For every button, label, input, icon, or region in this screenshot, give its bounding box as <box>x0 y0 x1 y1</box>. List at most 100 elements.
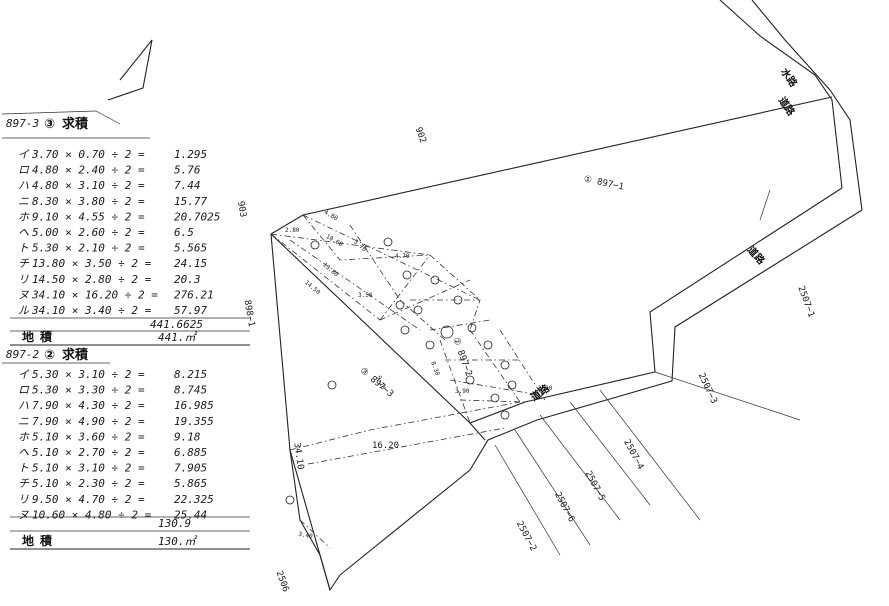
triangle-markers <box>285 237 517 505</box>
row-formula: 10.60 × 4.80 ÷ 2 = <box>32 508 152 521</box>
title-lot: 897-3 <box>6 117 39 130</box>
row-result: 22.325 <box>174 493 214 506</box>
dim-label: 4.70 <box>395 253 410 260</box>
row-formula: 5.10 × 2.30 ÷ 2 = <box>32 477 145 490</box>
row-key: ニ <box>18 415 29 428</box>
lot-2507-6: 2507−6 <box>552 491 576 524</box>
row-formula: 4.80 × 3.10 ÷ 2 = <box>32 179 145 192</box>
lot-2507-1: 2507−1 <box>795 285 816 319</box>
row-key: ヘ <box>18 226 29 239</box>
title-marker: ② <box>44 348 55 363</box>
lot-897-2: ② 897−2 <box>450 336 473 378</box>
dim-label: 34.10 <box>291 442 305 470</box>
dim-label: 16.20 <box>372 441 399 451</box>
area-label: 地積 <box>22 533 58 548</box>
row-formula: 5.10 × 2.70 ÷ 2 = <box>32 446 145 459</box>
boundary-upper-right <box>719 0 843 189</box>
row-formula: 9.10 × 4.55 ÷ 2 = <box>32 210 145 223</box>
row-formula: 5.00 × 2.60 ÷ 2 = <box>32 226 145 239</box>
row-formula: 7.90 × 4.90 ÷ 2 = <box>32 415 145 428</box>
row-result: 25.44 <box>174 508 207 521</box>
dim-label: 3.70 <box>352 238 368 253</box>
row-result: 15.77 <box>174 195 207 208</box>
boundary-lower-left <box>270 233 486 441</box>
dim-label: 3.90 <box>455 388 470 395</box>
row-key: リ <box>18 493 29 506</box>
row-result: 8.215 <box>174 368 207 381</box>
row-result: 57.97 <box>174 304 207 317</box>
row-formula: 5.10 × 3.60 ÷ 2 = <box>32 430 145 443</box>
row-key: ヌ <box>18 288 29 301</box>
row-formula: 5.30 × 3.30 ÷ 2 = <box>32 384 145 397</box>
row-key: ロ <box>18 384 30 397</box>
dim-label: 4.80 <box>323 209 339 222</box>
row-key: ル <box>18 304 30 317</box>
dim-label: 3.10 <box>538 385 553 392</box>
row-key: ホ <box>18 430 30 443</box>
area-value: 130.㎡ <box>158 535 197 548</box>
lot-898-1: 898−1 <box>242 299 257 327</box>
row-formula: 7.90 × 4.30 ÷ 2 = <box>32 399 145 412</box>
row-formula: 4.80 × 2.40 ÷ 2 = <box>32 164 145 177</box>
table-title: 897-2 ② 求積 <box>6 347 89 363</box>
lot-plan: 902 903 898−1 ① 897−1 ② 897−2 ③ 897−3 25… <box>235 0 863 593</box>
lot-897-1: ① 897−1 <box>583 175 625 193</box>
row-result: 9.18 <box>174 430 201 443</box>
lot-902: 902 <box>413 126 428 145</box>
row-result: 5.565 <box>174 242 207 255</box>
road-label: 道路 <box>776 94 799 119</box>
row-key: ロ <box>18 164 30 177</box>
row-key: ホ <box>18 210 30 223</box>
title-lot: 897-2 <box>6 348 39 361</box>
row-key: イ <box>18 148 30 161</box>
dim-label: 2.80 <box>285 227 300 234</box>
dim-label: 3.50 <box>358 292 373 299</box>
row-formula: 34.10 × 3.40 ÷ 2 = <box>31 304 152 317</box>
table-total: 130.9 <box>158 517 191 530</box>
row-result: 20.3 <box>174 273 201 286</box>
row-key: チ <box>18 477 30 490</box>
table-title: 897-3 ③ 求積 <box>6 116 89 132</box>
row-key: ヘ <box>18 446 29 459</box>
lot-2507-5: 2507−5 <box>583 469 607 502</box>
north-arrow-icon <box>107 39 153 101</box>
lot-2507-4: 2507−4 <box>621 438 645 471</box>
road-edge-b <box>469 187 843 424</box>
row-formula: 5.30 × 3.10 ÷ 2 = <box>32 368 145 381</box>
row-key: リ <box>18 273 29 286</box>
row-result: 8.745 <box>174 384 207 397</box>
row-formula: 5.30 × 2.10 ÷ 2 = <box>32 242 145 255</box>
row-formula: 14.50 × 2.80 ÷ 2 = <box>32 273 152 286</box>
road-edge-c <box>339 209 863 576</box>
row-result: 6.5 <box>174 226 194 239</box>
dim-label: 14.50 <box>303 279 322 296</box>
row-key: イ <box>18 368 30 381</box>
row-key: ト <box>18 462 29 475</box>
row-formula: 9.50 × 4.70 ÷ 2 = <box>32 493 145 506</box>
row-result: 7.905 <box>174 462 207 475</box>
dim-label: 8.30 <box>429 361 441 377</box>
row-key: ヌ <box>18 508 29 521</box>
row-key: ト <box>18 242 29 255</box>
area-value: 441.㎡ <box>158 331 197 344</box>
road-edge-a <box>751 0 863 211</box>
dim-label: 9.10 <box>375 375 387 391</box>
dim-label: 10.60 <box>325 233 344 248</box>
row-formula: 5.10 × 3.10 ÷ 2 = <box>32 462 145 475</box>
row-formula: 34.10 × 16.20 ÷ 2 = <box>31 288 158 301</box>
title-text: 求積 <box>62 116 89 132</box>
row-result: 6.885 <box>174 446 207 459</box>
row-result: 1.295 <box>174 148 207 161</box>
row-result: 16.985 <box>174 399 214 412</box>
row-key: チ <box>18 257 30 270</box>
row-key: ニ <box>18 195 29 208</box>
boundary-902 <box>270 96 833 235</box>
table-total: 441.6625 <box>150 318 203 331</box>
title-text: 求積 <box>62 347 89 363</box>
row-key: ハ <box>18 179 29 192</box>
row-formula: 13.80 × 3.50 ÷ 2 = <box>32 257 152 270</box>
